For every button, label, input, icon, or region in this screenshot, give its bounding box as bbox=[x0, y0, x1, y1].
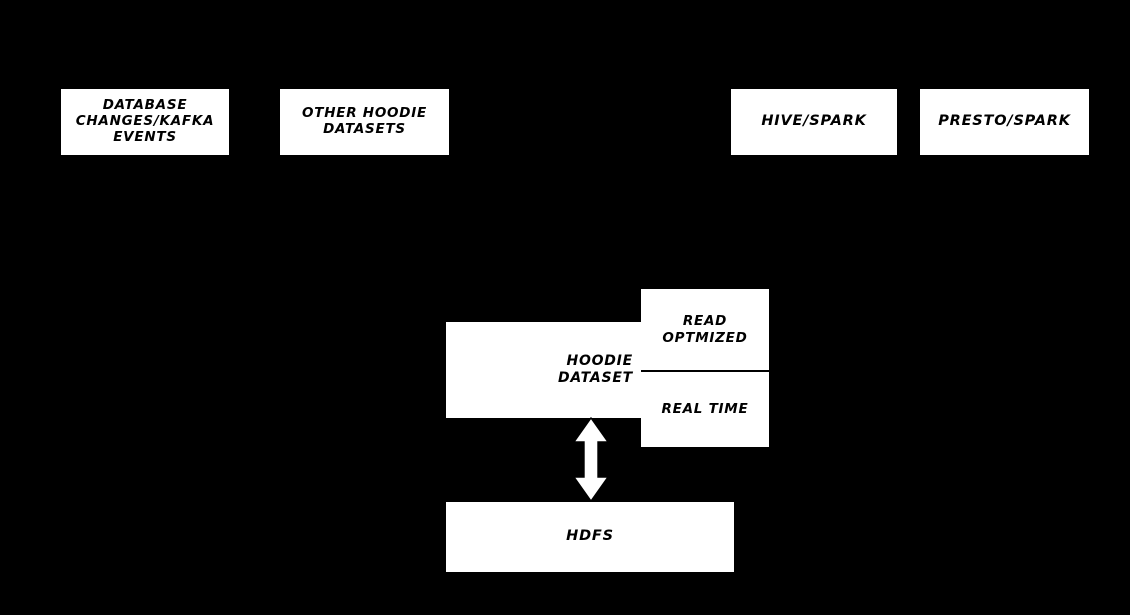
node-read-optimized-view-label: READ OPTMIZED bbox=[662, 313, 748, 346]
node-real-time-view-label: REAL TIME bbox=[661, 401, 749, 418]
node-presto-spark[interactable]: PRESTO/SPARK bbox=[920, 89, 1089, 155]
node-hive-spark[interactable]: HIVE/SPARK bbox=[731, 89, 897, 155]
node-hoodie-dataset-label: HOODIE DATASET bbox=[557, 353, 633, 386]
node-hdfs-label: HDFS bbox=[566, 528, 614, 545]
node-hdfs[interactable]: HDFS bbox=[446, 502, 734, 572]
node-hive-spark-label: HIVE/SPARK bbox=[761, 113, 867, 130]
node-read-optimized-view[interactable]: READ OPTMIZED bbox=[641, 289, 769, 370]
node-database-changes-kafka-events[interactable]: DATABASE CHANGES/KAFKA EVENTS bbox=[61, 89, 229, 155]
node-other-hoodie-datasets-label: OTHER HOODIE DATASETS bbox=[302, 105, 427, 137]
node-database-changes-kafka-events-label: DATABASE CHANGES/KAFKA EVENTS bbox=[75, 97, 215, 145]
node-hoodie-dataset[interactable]: HOODIE DATASET bbox=[446, 322, 642, 418]
node-real-time-view[interactable]: REAL TIME bbox=[641, 370, 769, 447]
node-other-hoodie-datasets[interactable]: OTHER HOODIE DATASETS bbox=[280, 89, 449, 155]
node-presto-spark-label: PRESTO/SPARK bbox=[938, 113, 1071, 130]
double-headed-vertical-arrow-icon bbox=[571, 417, 611, 502]
views-stack: READ OPTMIZED REAL TIME bbox=[641, 289, 769, 447]
